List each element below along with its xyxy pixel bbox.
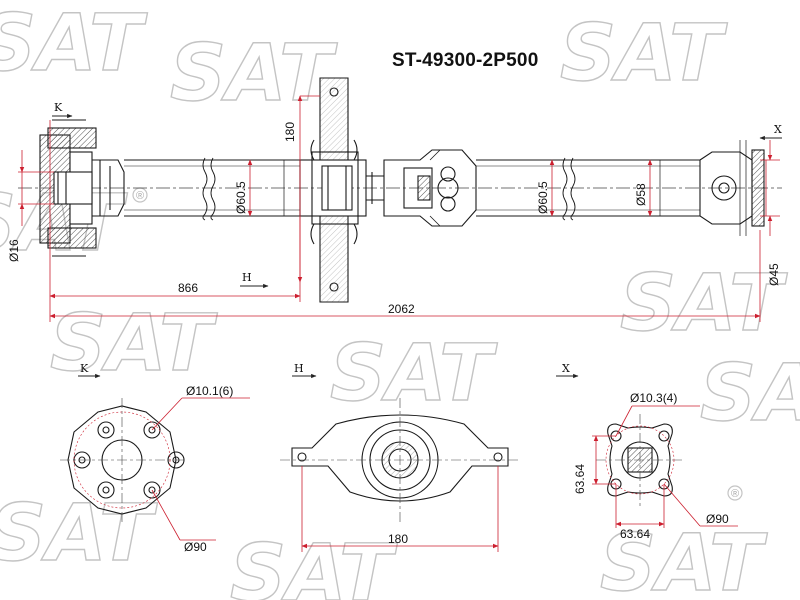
main-view-dimensions <box>18 95 780 322</box>
watermark-text: SAT <box>170 29 338 119</box>
bearing-height-label: 180 <box>283 122 297 142</box>
view-k-title: K <box>80 362 89 375</box>
overall-length-label: 2062 <box>388 302 415 316</box>
watermark-text: SAT <box>600 519 768 600</box>
view-label-h: H <box>242 271 252 284</box>
watermark-text: SAT <box>700 349 800 439</box>
flange-k-pcd-label: Ø90 <box>184 540 207 554</box>
bearing-width-label: 180 <box>388 532 408 546</box>
view-x-title: X <box>562 362 570 375</box>
center-bearing <box>299 77 367 303</box>
flange-k-leaders <box>151 397 250 541</box>
stub-shaft <box>366 172 384 204</box>
tube-diameter-front-label: Ø60.5 <box>234 181 248 214</box>
rear-tube <box>476 157 700 221</box>
view-indicators <box>52 113 782 289</box>
flange-x-face-view <box>596 414 684 506</box>
rear-bore-label: Ø45 <box>767 263 781 286</box>
watermark-text: SAT <box>230 529 398 600</box>
watermark-text: SAT <box>620 259 788 349</box>
watermark-text: SAT <box>50 299 218 389</box>
watermark-text: SAT <box>0 0 148 89</box>
front-bore-label: Ø16 <box>7 239 21 262</box>
front-tube <box>124 157 300 221</box>
flange-k-face-view <box>60 398 185 522</box>
registered-mark: ® <box>136 190 144 202</box>
watermark-text: SAT <box>0 489 158 579</box>
watermark-text: SAT <box>560 9 728 99</box>
registered-mark: ® <box>731 488 739 500</box>
tube-diameter-rear-label: Ø60.5 <box>536 181 550 214</box>
flange-x-holes-label: Ø10.3(4) <box>630 391 677 405</box>
flange-x-side-h-label: 63.64 <box>620 527 650 541</box>
length-to-bearing-label: 866 <box>178 281 198 295</box>
rear-universal-joint <box>699 140 765 236</box>
bearing-h-face-view <box>280 398 520 522</box>
bearing-h-dimension <box>301 466 499 552</box>
flange-k-holes-label: Ø10.1(6) <box>186 384 233 398</box>
flange-x-side-v-label: 63.64 <box>573 464 587 494</box>
tube-diameter-rear-end-label: Ø58 <box>634 183 648 206</box>
watermark-text: SAT <box>330 329 498 419</box>
part-number: ST-49300-2P500 <box>392 50 539 71</box>
flange-k-bolt-holes <box>73 421 185 499</box>
view-label-k: K <box>54 101 63 114</box>
view-h-title: H <box>294 362 304 375</box>
flange-x-pcd-label: Ø90 <box>706 512 729 526</box>
view-label-x: X <box>774 123 782 136</box>
flange-x-dimensions <box>592 405 738 528</box>
driveshaft-side-view <box>18 77 782 303</box>
front-flex-coupling <box>39 119 125 257</box>
